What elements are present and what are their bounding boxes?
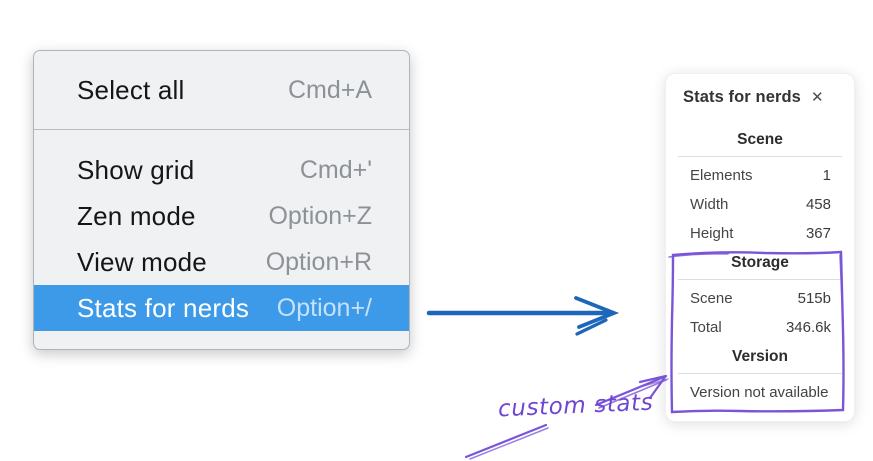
close-icon[interactable]: ✕: [810, 89, 824, 106]
section-heading: Scene: [737, 131, 783, 148]
stat-label: Elements: [690, 167, 753, 184]
stat-label: Width: [690, 196, 729, 213]
menu-item-view-mode[interactable]: View mode Option+R: [34, 239, 409, 285]
menu-item-shortcut: Option+R: [265, 247, 372, 276]
section-scene: Scene Elements 1 Width 458 Height 367: [678, 130, 842, 248]
stat-value: 458: [805, 196, 831, 213]
menu-item-shortcut: Cmd+A: [287, 75, 372, 104]
menu-group-bottom: Show grid Cmd+' Zen mode Option+Z View m…: [34, 130, 409, 346]
menu-group-top: Select all Cmd+A: [34, 51, 409, 129]
menu-item-select-all[interactable]: Select all Cmd+A: [34, 67, 409, 113]
menu-item-shortcut: Cmd+': [299, 155, 372, 184]
stat-row-width: Width 458: [679, 190, 841, 219]
stat-row-elements: Elements 1: [679, 161, 841, 190]
menu-item-label: Select all: [77, 74, 185, 105]
stat-label: Total: [690, 319, 722, 336]
custom-stats-annotation: custom stats: [497, 389, 654, 423]
stat-value: 515b: [797, 290, 831, 307]
menu-item-show-grid[interactable]: Show grid Cmd+': [34, 147, 409, 193]
menu-divider: [34, 129, 409, 130]
menu-item-label: Zen mode: [77, 200, 196, 231]
section-version: Version Version not available: [678, 347, 842, 407]
menu-item-stats-for-nerds[interactable]: Stats for nerds Option+/: [34, 285, 409, 331]
stat-value: 346.6k: [785, 319, 831, 336]
section-divider: [678, 279, 842, 280]
blue-arrow: [426, 296, 620, 336]
menu-item-label: Show grid: [77, 154, 195, 185]
stats-panel: Stats for nerds ✕ Scene Elements 1 Width…: [665, 73, 855, 422]
section-divider: [678, 156, 842, 157]
stat-value: 1: [822, 167, 831, 184]
version-note: Version not available: [690, 384, 829, 401]
section-storage: Storage Scene 515b Total 346.6k: [678, 253, 842, 342]
stat-row-height: Height 367: [679, 219, 841, 248]
stats-panel-header: Stats for nerds ✕: [683, 88, 841, 107]
stats-panel-title: Stats for nerds: [683, 88, 801, 106]
menu-item-zen-mode[interactable]: Zen mode Option+Z: [34, 193, 409, 239]
menu-item-label: Stats for nerds: [77, 292, 250, 323]
section-heading: Storage: [731, 254, 789, 271]
context-menu: Select all Cmd+A Show grid Cmd+' Zen mod…: [33, 50, 410, 350]
stat-row-total-storage: Total 346.6k: [679, 313, 841, 342]
stat-label: Height: [690, 225, 734, 242]
section-heading: Version: [732, 348, 788, 365]
stat-label: Scene: [690, 290, 733, 307]
menu-item-label: View mode: [77, 246, 207, 277]
menu-item-shortcut: Option+Z: [268, 201, 372, 230]
menu-item-shortcut: Option+/: [276, 293, 372, 322]
stat-value: 367: [805, 225, 831, 242]
stat-row-scene-storage: Scene 515b: [679, 284, 841, 313]
section-divider: [678, 373, 842, 374]
